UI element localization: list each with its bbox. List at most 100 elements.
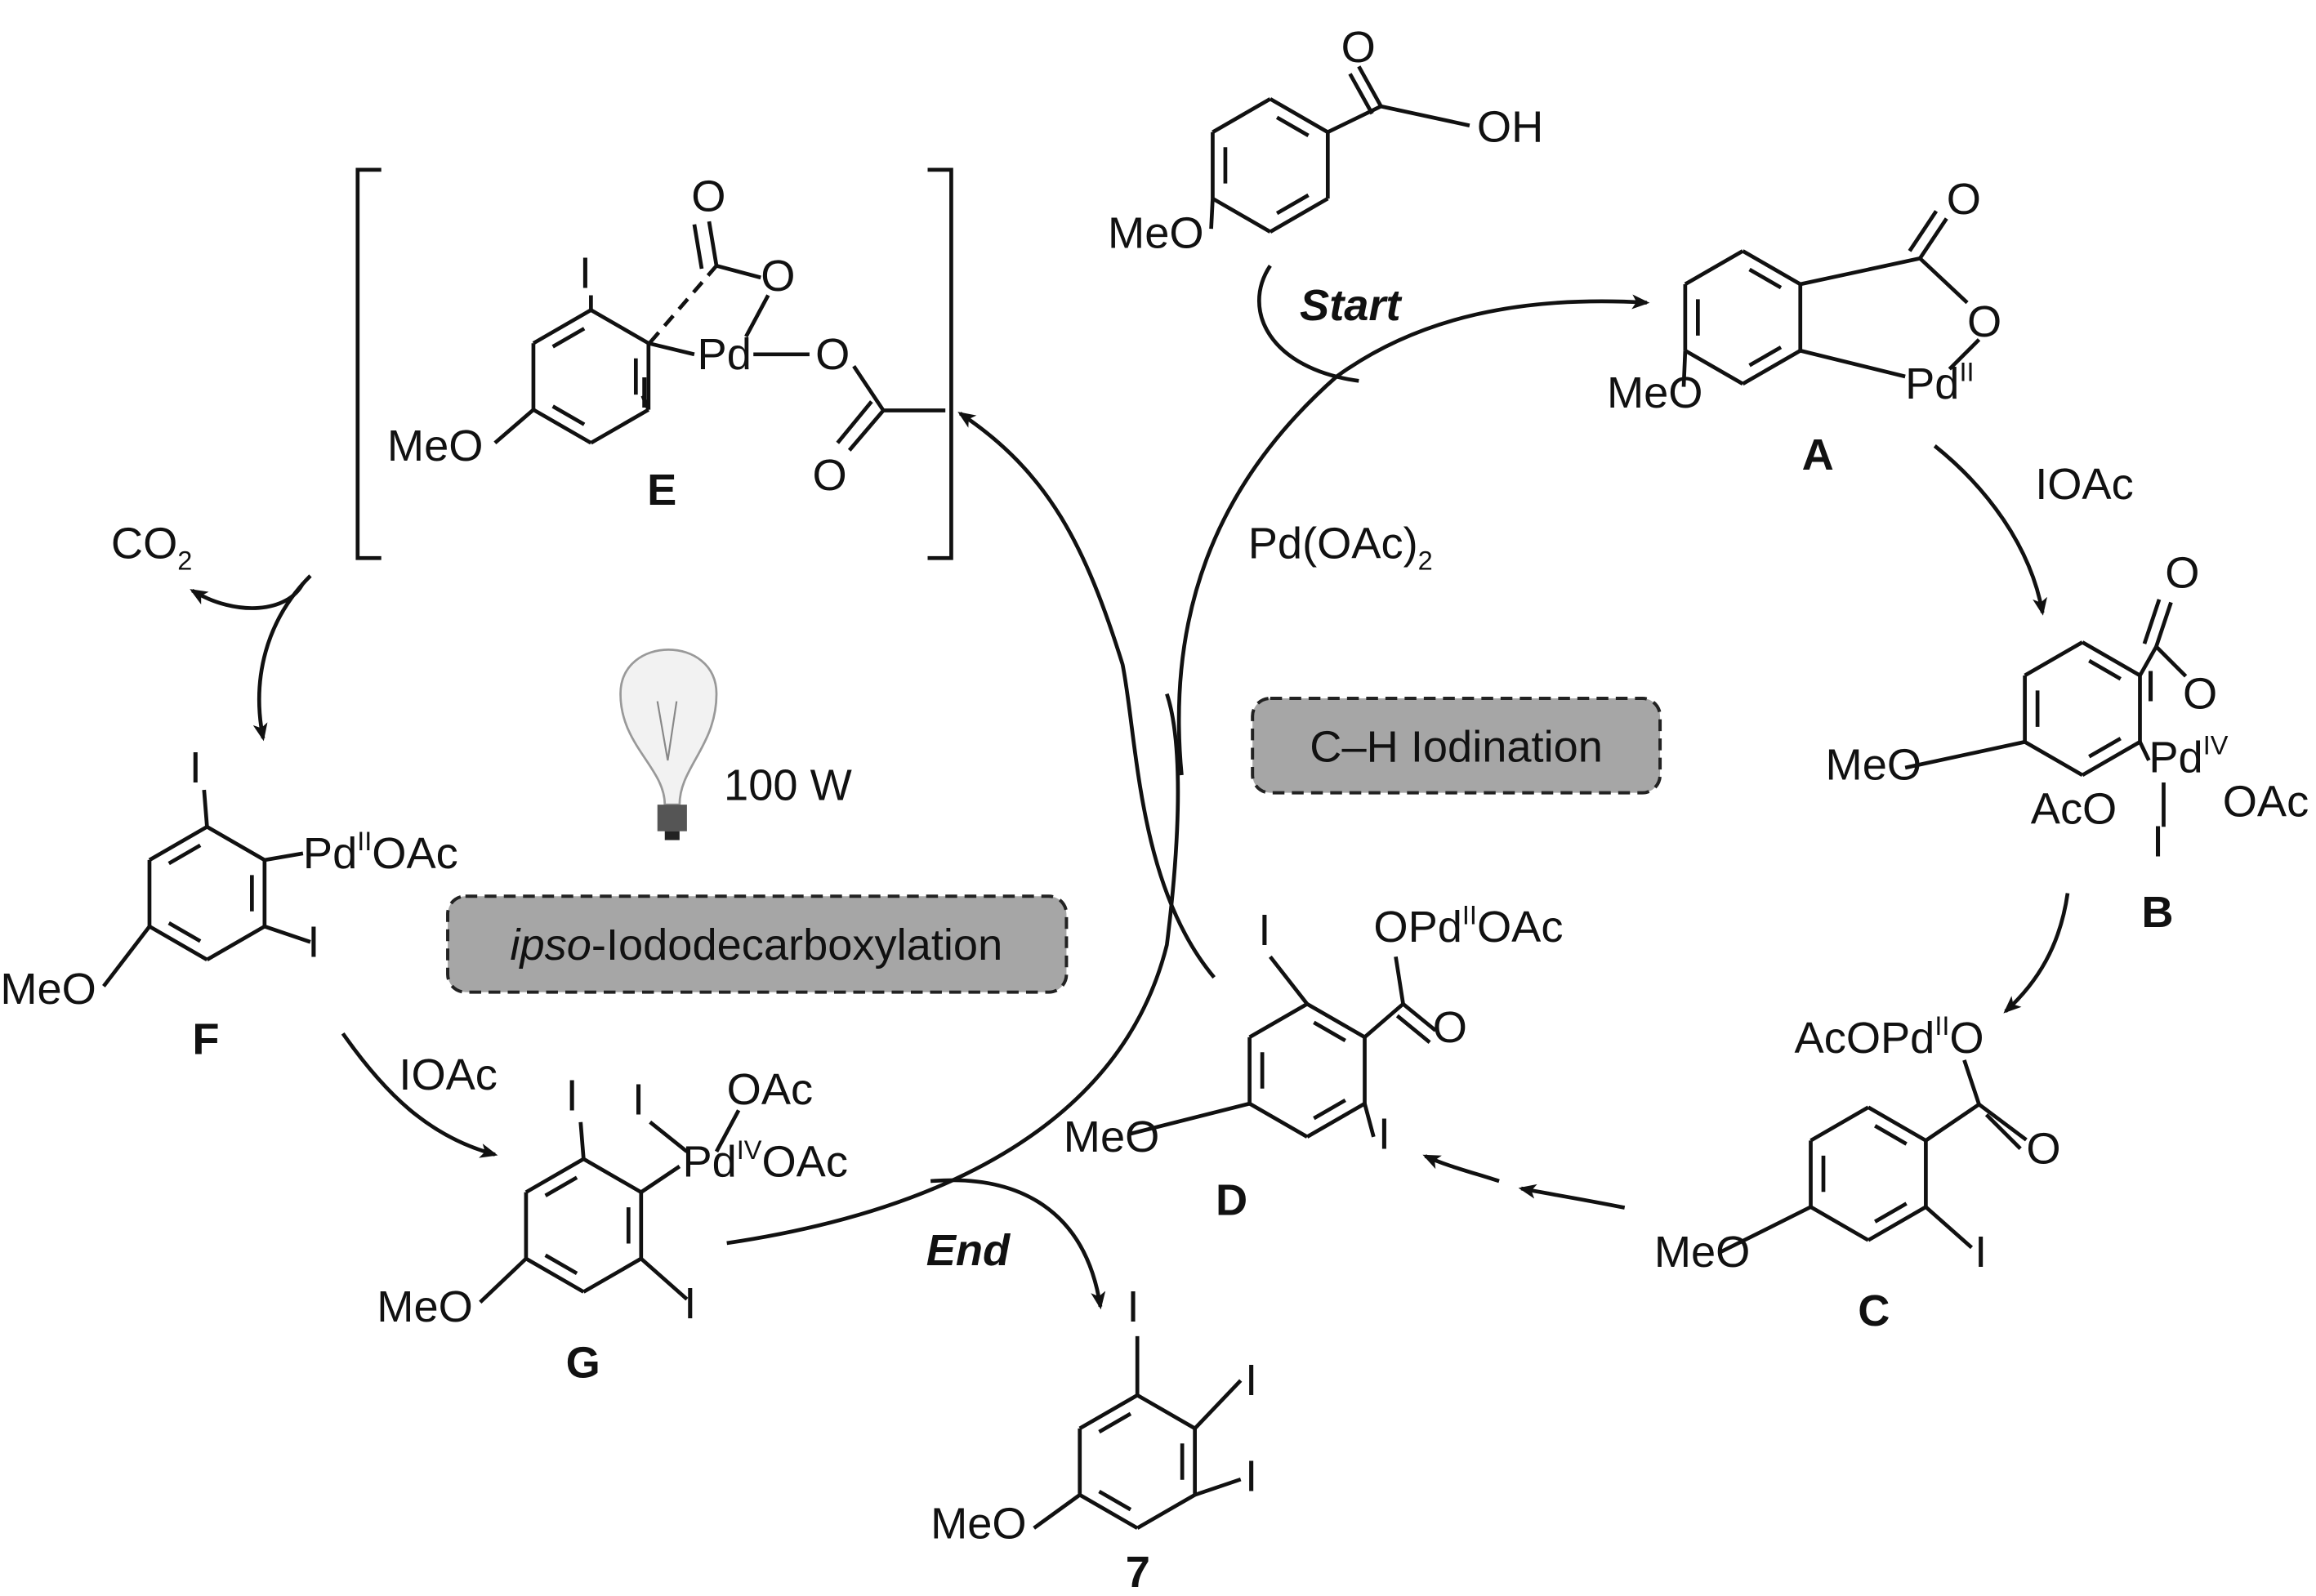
svg-text:MeO: MeO [1108, 209, 1204, 258]
svg-text:OH: OH [1477, 103, 1543, 152]
bond [1748, 267, 1783, 290]
bond [206, 825, 266, 862]
svg-text:A: A [1802, 430, 1834, 479]
svg-text:I: I [638, 368, 650, 417]
bond [2088, 658, 2122, 681]
bond [206, 925, 266, 961]
bond [1874, 1124, 1908, 1146]
bond [2138, 645, 2158, 677]
bond [148, 825, 208, 862]
bond [1313, 1020, 1346, 1043]
bond [1305, 1002, 1366, 1039]
ch-iodination-box [1251, 696, 1662, 795]
svg-text:I: I [190, 743, 202, 792]
co2-label: CO2 [111, 519, 192, 575]
ipso-label: ipso-Iododecarboxylation [510, 921, 1002, 970]
bond [2081, 740, 2141, 778]
bond [1867, 1105, 1927, 1143]
bond [2154, 601, 2173, 648]
svg-text:MeO: MeO [930, 1500, 1027, 1549]
bond [640, 395, 650, 411]
bond [1948, 338, 1981, 371]
bond [1248, 1102, 1309, 1139]
svg-text:I: I [684, 1279, 696, 1328]
product-7: I I I MeO 7 [930, 1282, 1257, 1596]
svg-text:I: I [579, 248, 591, 297]
bond [264, 851, 304, 863]
catalyst-label: Pd(OAc)2 [1248, 519, 1433, 575]
svg-text:F: F [192, 1015, 219, 1064]
svg-text:OAc: OAc [2223, 778, 2309, 827]
bond [1924, 1205, 1974, 1250]
bond [1742, 249, 1801, 286]
bond [1800, 349, 1906, 379]
bond [2088, 737, 2122, 759]
bond [1033, 1493, 1082, 1530]
svg-text:O: O [1947, 175, 1981, 224]
bond [1348, 73, 1374, 115]
start-label: Start [1300, 281, 1402, 330]
svg-text:O: O [2183, 670, 2217, 719]
bond [1248, 1002, 1309, 1039]
bond [716, 264, 761, 280]
intermediate-B: O O I PdIV AcO OAc I MeO B [1826, 548, 2309, 937]
svg-text:O: O [761, 252, 795, 301]
svg-text:PdIIOAc: PdIIOAc [303, 827, 458, 878]
bond [1357, 65, 1383, 108]
arrow-G-to-E-cycle [726, 693, 1180, 1246]
bond [524, 1157, 585, 1194]
bond [167, 921, 202, 943]
bond [1275, 115, 1310, 138]
bond [1918, 256, 1969, 305]
arrow-F-to-G [341, 1032, 498, 1158]
svg-text:AcO: AcO [2031, 785, 2117, 834]
svg-text:O: O [1341, 23, 1376, 72]
bond [1681, 350, 1688, 387]
svg-text:I: I [1245, 1452, 1257, 1501]
svg-text:I: I [1245, 1356, 1257, 1405]
svg-text:PdIV: PdIV [2149, 731, 2228, 782]
bond [1194, 1477, 1242, 1497]
arrow-C-to-D-head [1422, 1154, 1500, 1184]
svg-text:I: I [1975, 1228, 1987, 1277]
intermediate-F: I PdIIOAc I MeO F [0, 743, 457, 1064]
bond [640, 1257, 689, 1301]
svg-text:AcOPdIIO: AcOPdIIO [1795, 1011, 1984, 1063]
bond [744, 294, 770, 338]
light-bulb-icon [619, 649, 718, 840]
arrows [190, 265, 2070, 1310]
svg-text:O: O [815, 330, 850, 379]
arrow-C-to-D [1518, 1184, 1626, 1210]
arrow-end-to-7 [930, 1178, 1106, 1310]
svg-text:O: O [691, 172, 725, 221]
bond [1305, 1102, 1366, 1139]
svg-text:I: I [2144, 662, 2157, 711]
svg-text:OPdIIOAc: OPdIIOAc [1373, 901, 1563, 952]
bond-lines [102, 65, 2188, 1530]
bond [1810, 1205, 1870, 1242]
bond [1380, 104, 1470, 127]
arrow-Pd-cycle [1176, 375, 1338, 776]
bond [1212, 97, 1272, 134]
lamp-power: 100 W [724, 761, 852, 810]
svg-text:O: O [2165, 548, 2199, 597]
bond [1363, 1103, 1376, 1138]
bond [167, 843, 202, 866]
bond [2142, 599, 2162, 644]
bond [1129, 1101, 1251, 1136]
bond [578, 1121, 586, 1160]
arrow-B-to-C [2003, 893, 2070, 1014]
bond [1908, 210, 1939, 252]
bond [2024, 740, 2084, 778]
bond [1269, 97, 1329, 134]
svg-text:G: G [566, 1338, 600, 1387]
svg-text:MeO: MeO [387, 421, 483, 470]
bond [1748, 346, 1783, 368]
svg-text:I: I [1378, 1109, 1390, 1158]
bond [640, 1165, 681, 1194]
svg-text:MeO: MeO [0, 965, 96, 1014]
svg-text:MeO: MeO [1607, 368, 1702, 417]
bond [1918, 217, 1948, 260]
bond [1867, 1205, 1927, 1242]
svg-text:I: I [307, 917, 319, 966]
